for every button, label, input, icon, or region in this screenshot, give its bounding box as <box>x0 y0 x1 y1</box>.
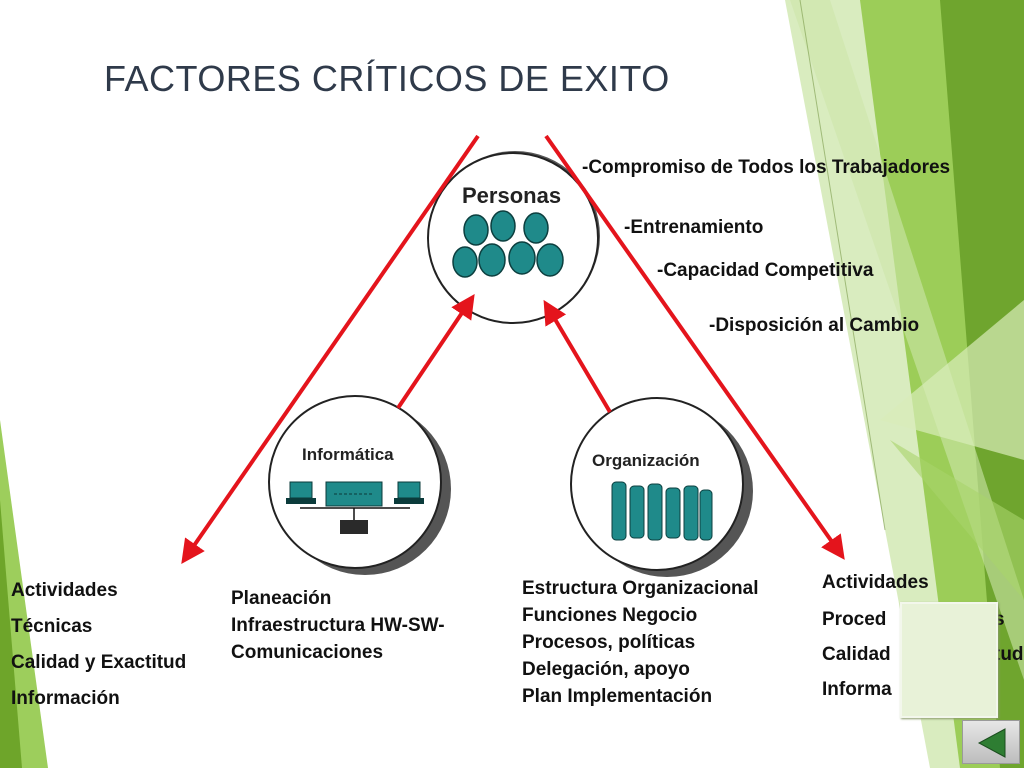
arrow-to-right <box>544 134 845 560</box>
organizacion-label: Organización <box>592 451 700 470</box>
factor-disposicion: -Disposición al Cambio <box>709 315 920 336</box>
network-computers-icon <box>286 481 424 534</box>
slide-title: FACTORES CRÍTICOS DE EXITO <box>104 58 670 99</box>
right-list-item-proced: Proced <box>822 609 887 630</box>
list-item: Estructura Organizacional <box>522 578 759 599</box>
list-item: Comunicaciones <box>231 642 384 663</box>
list-item: Delegación, apoyo <box>522 659 690 680</box>
arrow-organizacion-personas <box>543 299 612 414</box>
right-list-item-informa: Informa <box>822 679 892 700</box>
overlay-box <box>900 602 998 718</box>
right-list-item-calidad: Calidad <box>822 644 891 665</box>
right-list-item-tud: tud <box>994 644 1024 665</box>
factor-compromiso: -Compromiso de Todos los Trabajadores <box>582 157 951 178</box>
list-item: Infraestructura HW-SW- <box>231 615 445 636</box>
personas-node <box>427 151 600 324</box>
list-item: Planeación <box>231 588 332 609</box>
left-list: Actividades Técnicas Calidad y Exactitud… <box>11 573 186 717</box>
list-item: Calidad y Exactitud <box>11 652 187 673</box>
list-item: Información <box>11 688 120 709</box>
people-group-icon <box>452 210 564 278</box>
right-list-item-s: s <box>994 609 1005 630</box>
arrow-to-left <box>181 134 480 564</box>
factor-capacidad: -Capacidad Competitiva <box>657 260 874 281</box>
list-item: Procesos, políticas <box>522 632 696 653</box>
organizacion-list: Estructura Organizacional Funciones Nego… <box>522 575 759 710</box>
list-item: Técnicas <box>11 616 93 637</box>
right-list-item-actividades: Actividades <box>822 572 929 593</box>
arrow-informatica-personas <box>396 294 475 410</box>
list-item: Actividades <box>11 580 118 601</box>
back-arrow-icon <box>977 728 1006 758</box>
back-button[interactable] <box>962 720 1020 764</box>
informatica-label: Informática <box>302 445 394 464</box>
list-item: Plan Implementación <box>522 686 713 707</box>
list-item: Funciones Negocio <box>522 605 698 626</box>
factor-entrenamiento: -Entrenamiento <box>624 217 764 238</box>
informatica-list: Planeación Infraestructura HW-SW- Comuni… <box>231 585 445 666</box>
organization-people-icon <box>611 481 713 541</box>
personas-label: Personas <box>462 183 562 208</box>
